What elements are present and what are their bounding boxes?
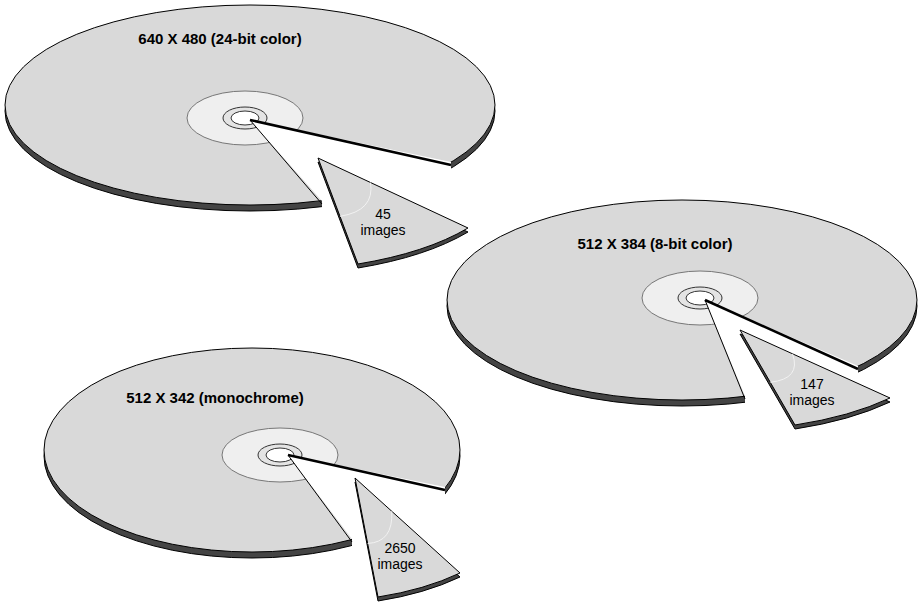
disc-slice	[318, 158, 468, 264]
slice-label-text: 147 images	[789, 376, 834, 408]
cd-disc	[44, 348, 460, 601]
disc-slice	[740, 330, 890, 425]
disc-title: 640 X 480 (24-bit color)	[138, 30, 301, 47]
slice-label: 45 images	[360, 206, 405, 238]
slice-label-text: 45 images	[360, 206, 405, 238]
cd-disc	[5, 5, 495, 268]
disc-slice	[355, 478, 460, 597]
disc-title-text: 512 X 384 (8-bit color)	[577, 235, 732, 252]
slice-label: 2650 images	[377, 540, 422, 572]
disc-title: 512 X 342 (monochrome)	[126, 389, 304, 406]
disc-title-text: 640 X 480 (24-bit color)	[138, 30, 301, 47]
disc-title-text: 512 X 342 (monochrome)	[126, 389, 304, 406]
slice-label: 147 images	[789, 376, 834, 408]
cd-disc	[447, 200, 917, 429]
slice-label-text: 2650 images	[377, 540, 422, 572]
disc-title: 512 X 384 (8-bit color)	[577, 235, 732, 252]
